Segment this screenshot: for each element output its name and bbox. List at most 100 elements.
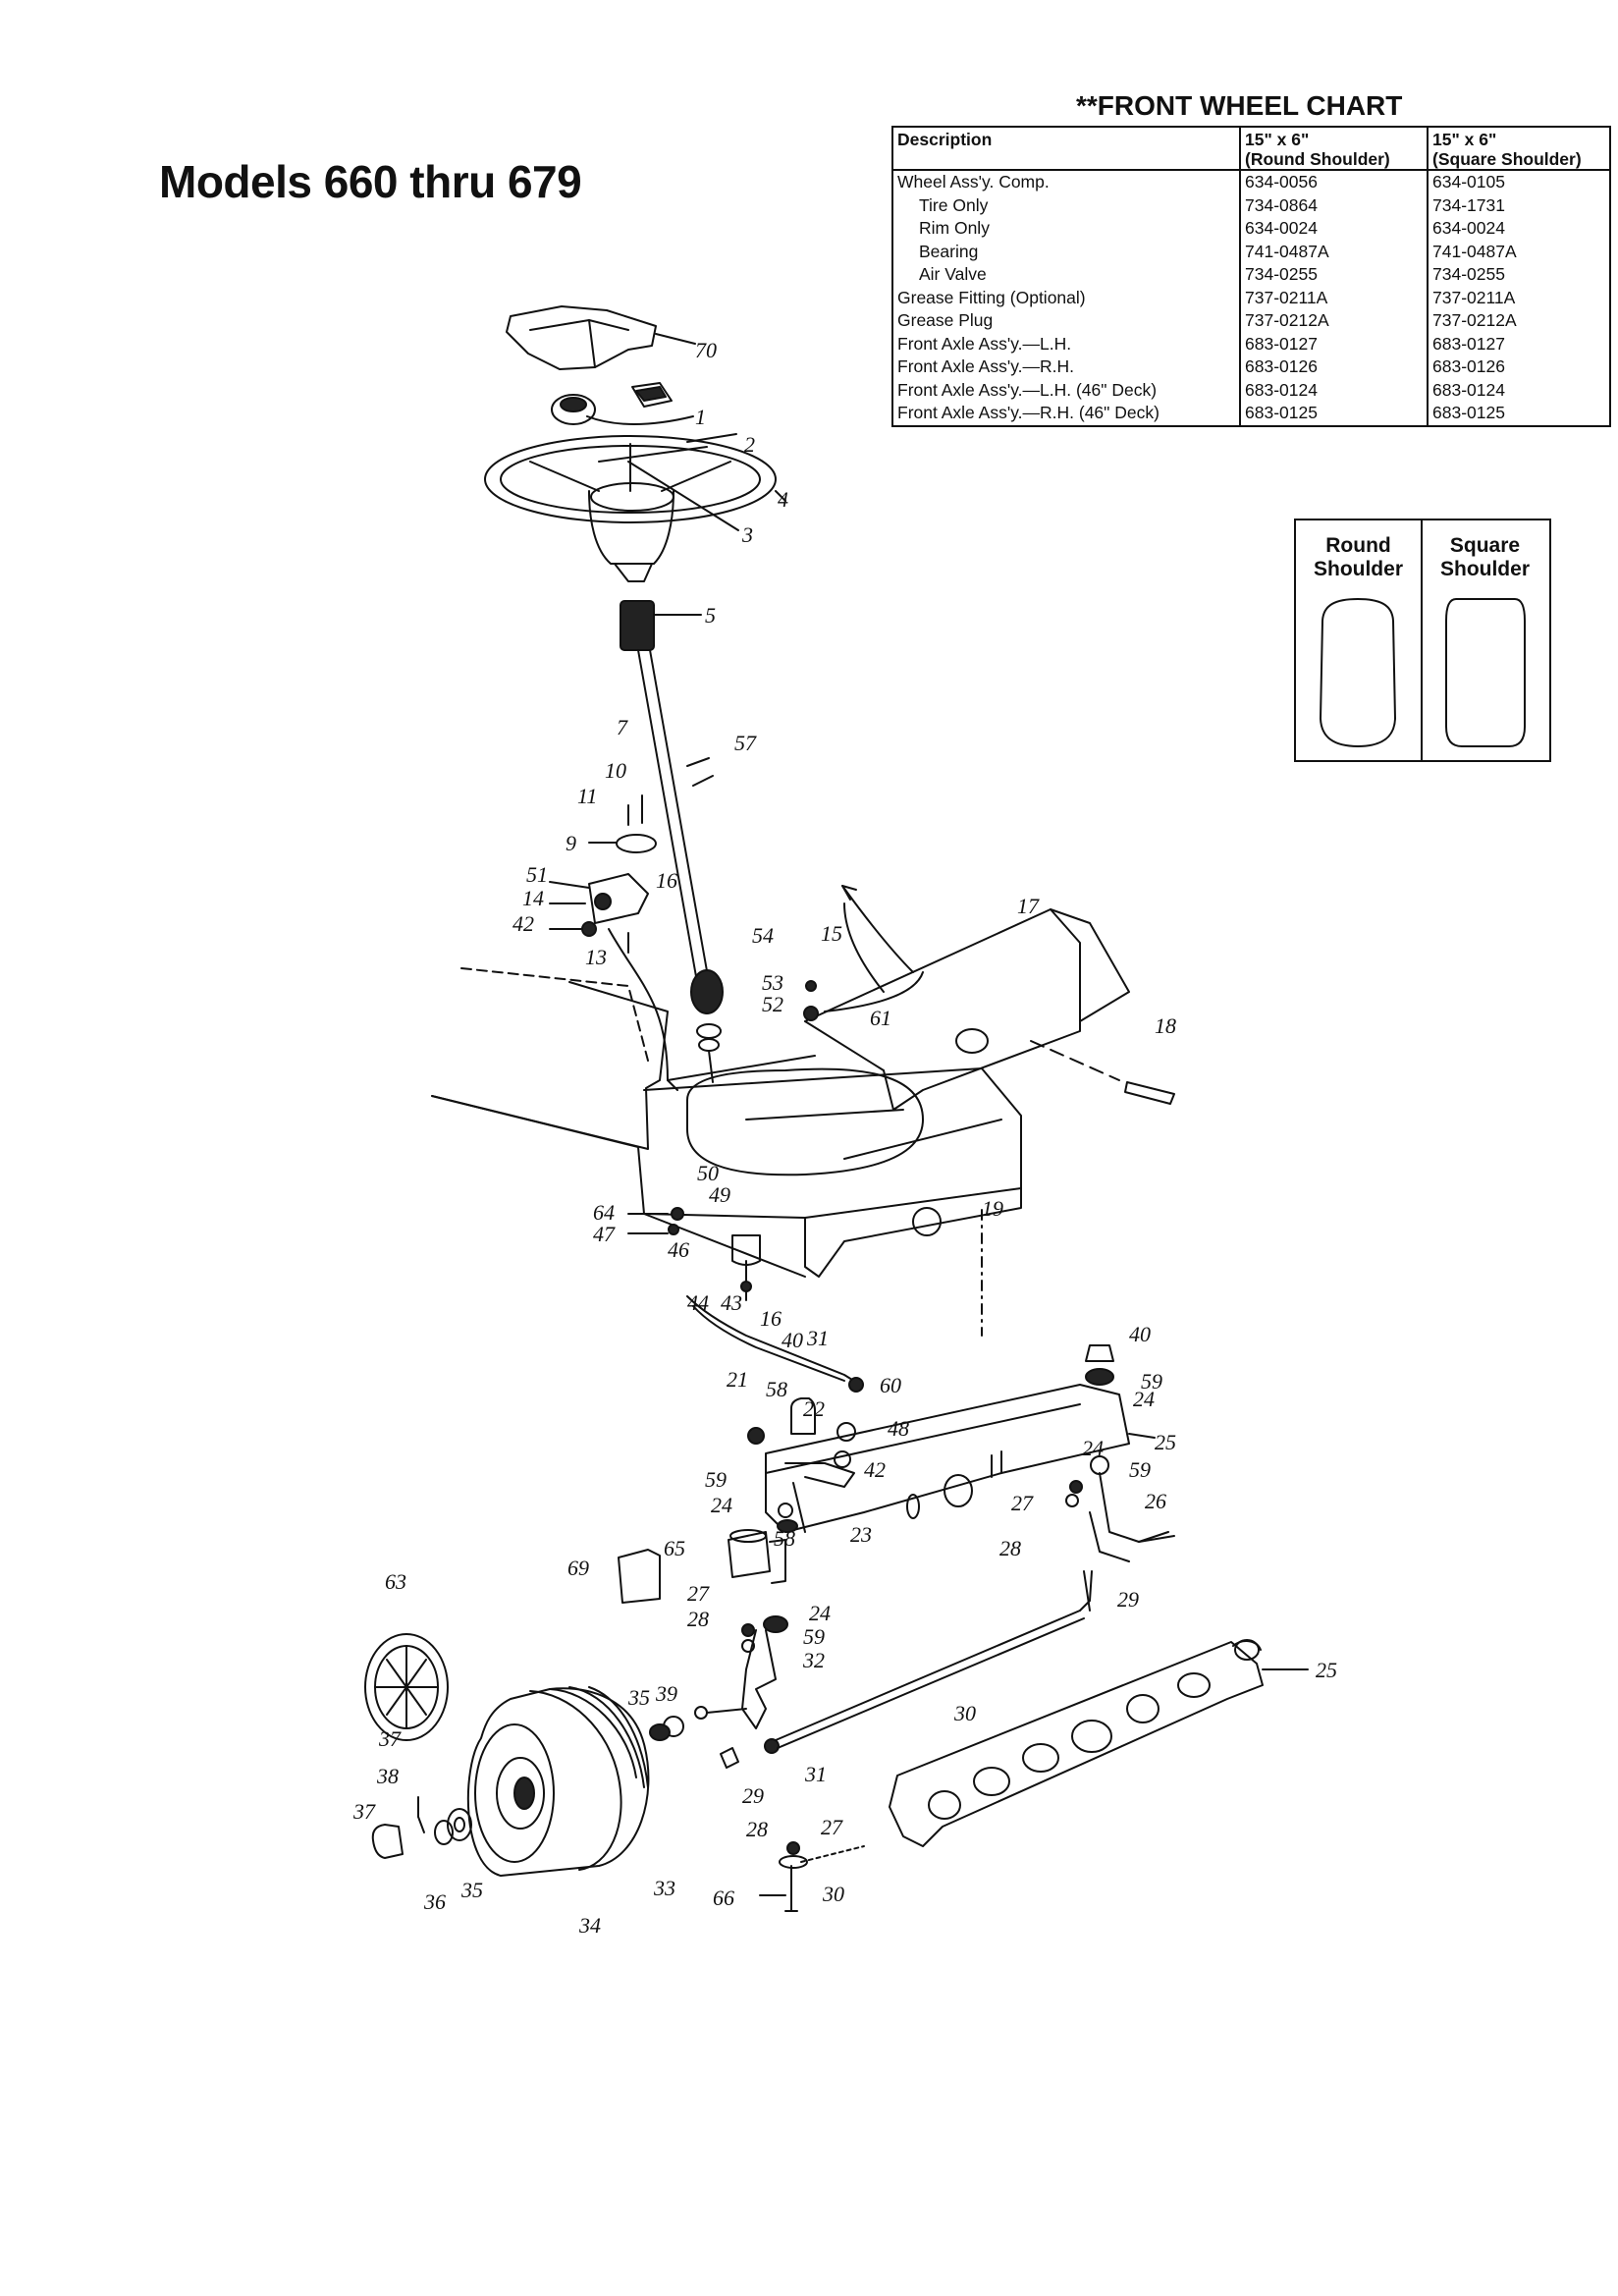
part-callout-label: 24 — [711, 1493, 732, 1517]
part-callout-label: 44 — [687, 1290, 709, 1315]
part-callout-label: 43 — [721, 1290, 742, 1315]
part-callout-label: 16 — [656, 868, 677, 893]
cell-description: Front Axle Ass'y.—R.H. — [892, 355, 1241, 379]
part-callout-label: 59 — [705, 1467, 727, 1492]
part-callout-label: 24 — [809, 1601, 831, 1625]
cell-description: Air Valve — [892, 263, 1241, 287]
header-description-text: Description — [897, 130, 993, 149]
steering-gear-part — [690, 969, 724, 1083]
wheel-chart-title: **FRONT WHEEL CHART — [1076, 90, 1403, 121]
part-callout-label: 59 — [1129, 1457, 1151, 1482]
cell-description: Grease Plug — [892, 309, 1241, 333]
part-callout-label: 40 — [782, 1328, 803, 1352]
cell-round: 634-0024 — [1240, 217, 1429, 241]
axle-casting-part — [889, 1639, 1309, 1847]
round-shoulder-label-line2: Shoulder — [1313, 558, 1403, 580]
wheel-cover-part — [364, 1633, 449, 1741]
cell-description: Grease Fitting (Optional) — [892, 286, 1241, 309]
round-shoulder-panel: Round Shoulder — [1296, 520, 1423, 760]
spindle-arm-part — [649, 1615, 788, 1769]
part-callout-label: 9 — [566, 831, 576, 855]
frame-fasteners-part — [627, 1207, 761, 1301]
page-title: Models 660 thru 679 — [159, 156, 582, 207]
cell-description: Front Axle Ass'y.—L.H. (46" Deck) — [892, 378, 1241, 402]
part-callout-label: 33 — [653, 1876, 675, 1900]
part-callout-label: 13 — [585, 945, 607, 969]
part-callout-label: 63 — [385, 1569, 406, 1594]
part-callout-label: 52 — [762, 992, 783, 1016]
part-callout-label: 46 — [668, 1237, 689, 1262]
part-callout-label: 23 — [850, 1522, 872, 1547]
king-pin-part — [1085, 1344, 1114, 1386]
part-callout-label: 30 — [953, 1701, 976, 1725]
steering-shaft-part — [637, 649, 714, 983]
part-callout-label: 15 — [821, 921, 842, 946]
part-callout-label: 16 — [760, 1306, 782, 1331]
cell-round: 683-0125 — [1240, 402, 1429, 426]
part-callout-label: 30 — [822, 1882, 844, 1906]
part-callout-label: 14 — [522, 886, 544, 910]
shoulder-key: Round Shoulder Square Shoulder — [1294, 519, 1551, 762]
part-callout-label: 25 — [1316, 1658, 1337, 1682]
part-callout-label: 65 — [664, 1536, 685, 1560]
part-callout-label: 34 — [578, 1913, 601, 1938]
cell-round: 734-0864 — [1240, 193, 1429, 217]
drag-link-part — [686, 1295, 864, 1393]
frame-chassis-part — [431, 967, 1022, 1337]
part-callout-label: 19 — [982, 1196, 1003, 1221]
square-shoulder-tire-icon — [1445, 598, 1526, 747]
square-shoulder-label: Square Shoulder — [1423, 534, 1547, 581]
part-callout-label: 59 — [803, 1624, 825, 1649]
part-callout-label: 24 — [1082, 1436, 1104, 1460]
part-callout-label: 35 — [627, 1685, 650, 1710]
part-callout-label: 24 — [1133, 1387, 1155, 1411]
steering-insert-part — [506, 305, 696, 370]
part-callout-label: 69 — [567, 1556, 589, 1580]
cell-round: 683-0127 — [1240, 332, 1429, 355]
cell-round: 634-0056 — [1240, 170, 1429, 194]
cell-square: 741-0487A — [1432, 241, 1517, 261]
part-callout-label: 26 — [1145, 1489, 1166, 1513]
square-shoulder-panel: Square Shoulder — [1423, 520, 1547, 760]
square-shoulder-label-line1: Square — [1449, 534, 1521, 557]
cell-square: 634-0105 — [1432, 172, 1505, 191]
part-callout-label: 61 — [870, 1006, 891, 1030]
part-callout-label: 42 — [512, 911, 534, 936]
cell-description: Bearing — [892, 240, 1241, 263]
table-row: Front Axle Ass'y.—R.H. (46" Deck)683-012… — [892, 402, 1610, 426]
steering-bushing-part — [620, 600, 702, 651]
part-callout-label: 5 — [705, 603, 716, 628]
part-callout-label: 18 — [1155, 1013, 1176, 1038]
part-callout-label: 37 — [378, 1726, 402, 1751]
cell-round: 683-0126 — [1240, 355, 1429, 379]
part-callout-label: 28 — [746, 1817, 768, 1841]
cell-round: 741-0487A — [1240, 240, 1429, 263]
part-callout-label: 32 — [802, 1648, 825, 1672]
tie-rod-part — [775, 1570, 1093, 1749]
cell-square: 737-0211A — [1432, 287, 1516, 307]
part-callout-label: 21 — [727, 1367, 748, 1392]
part-callout-label: 10 — [605, 758, 626, 783]
hub-cap-part — [551, 382, 694, 425]
round-shoulder-label: Round Shoulder — [1296, 534, 1421, 581]
header-round-size: 15" x 6" — [1245, 130, 1310, 149]
part-callout-label: 64 — [593, 1200, 615, 1225]
part-callout-label: 17 — [1017, 894, 1040, 918]
part-callout-label: 11 — [577, 784, 597, 808]
part-callout-label: 27 — [821, 1815, 843, 1839]
cell-square: 634-0024 — [1432, 218, 1505, 238]
part-callout-label: 59 — [1141, 1369, 1162, 1394]
part-callout-label: 40 — [1129, 1322, 1151, 1346]
part-callout-label: 54 — [752, 923, 774, 948]
cell-square: 734-1731 — [1432, 194, 1505, 215]
cell-square: 734-0255 — [1432, 264, 1505, 284]
cell-round: 737-0212A — [1240, 309, 1429, 333]
right-spindle-part — [1065, 1455, 1175, 1612]
cell-square: 737-0212A — [1432, 310, 1517, 330]
